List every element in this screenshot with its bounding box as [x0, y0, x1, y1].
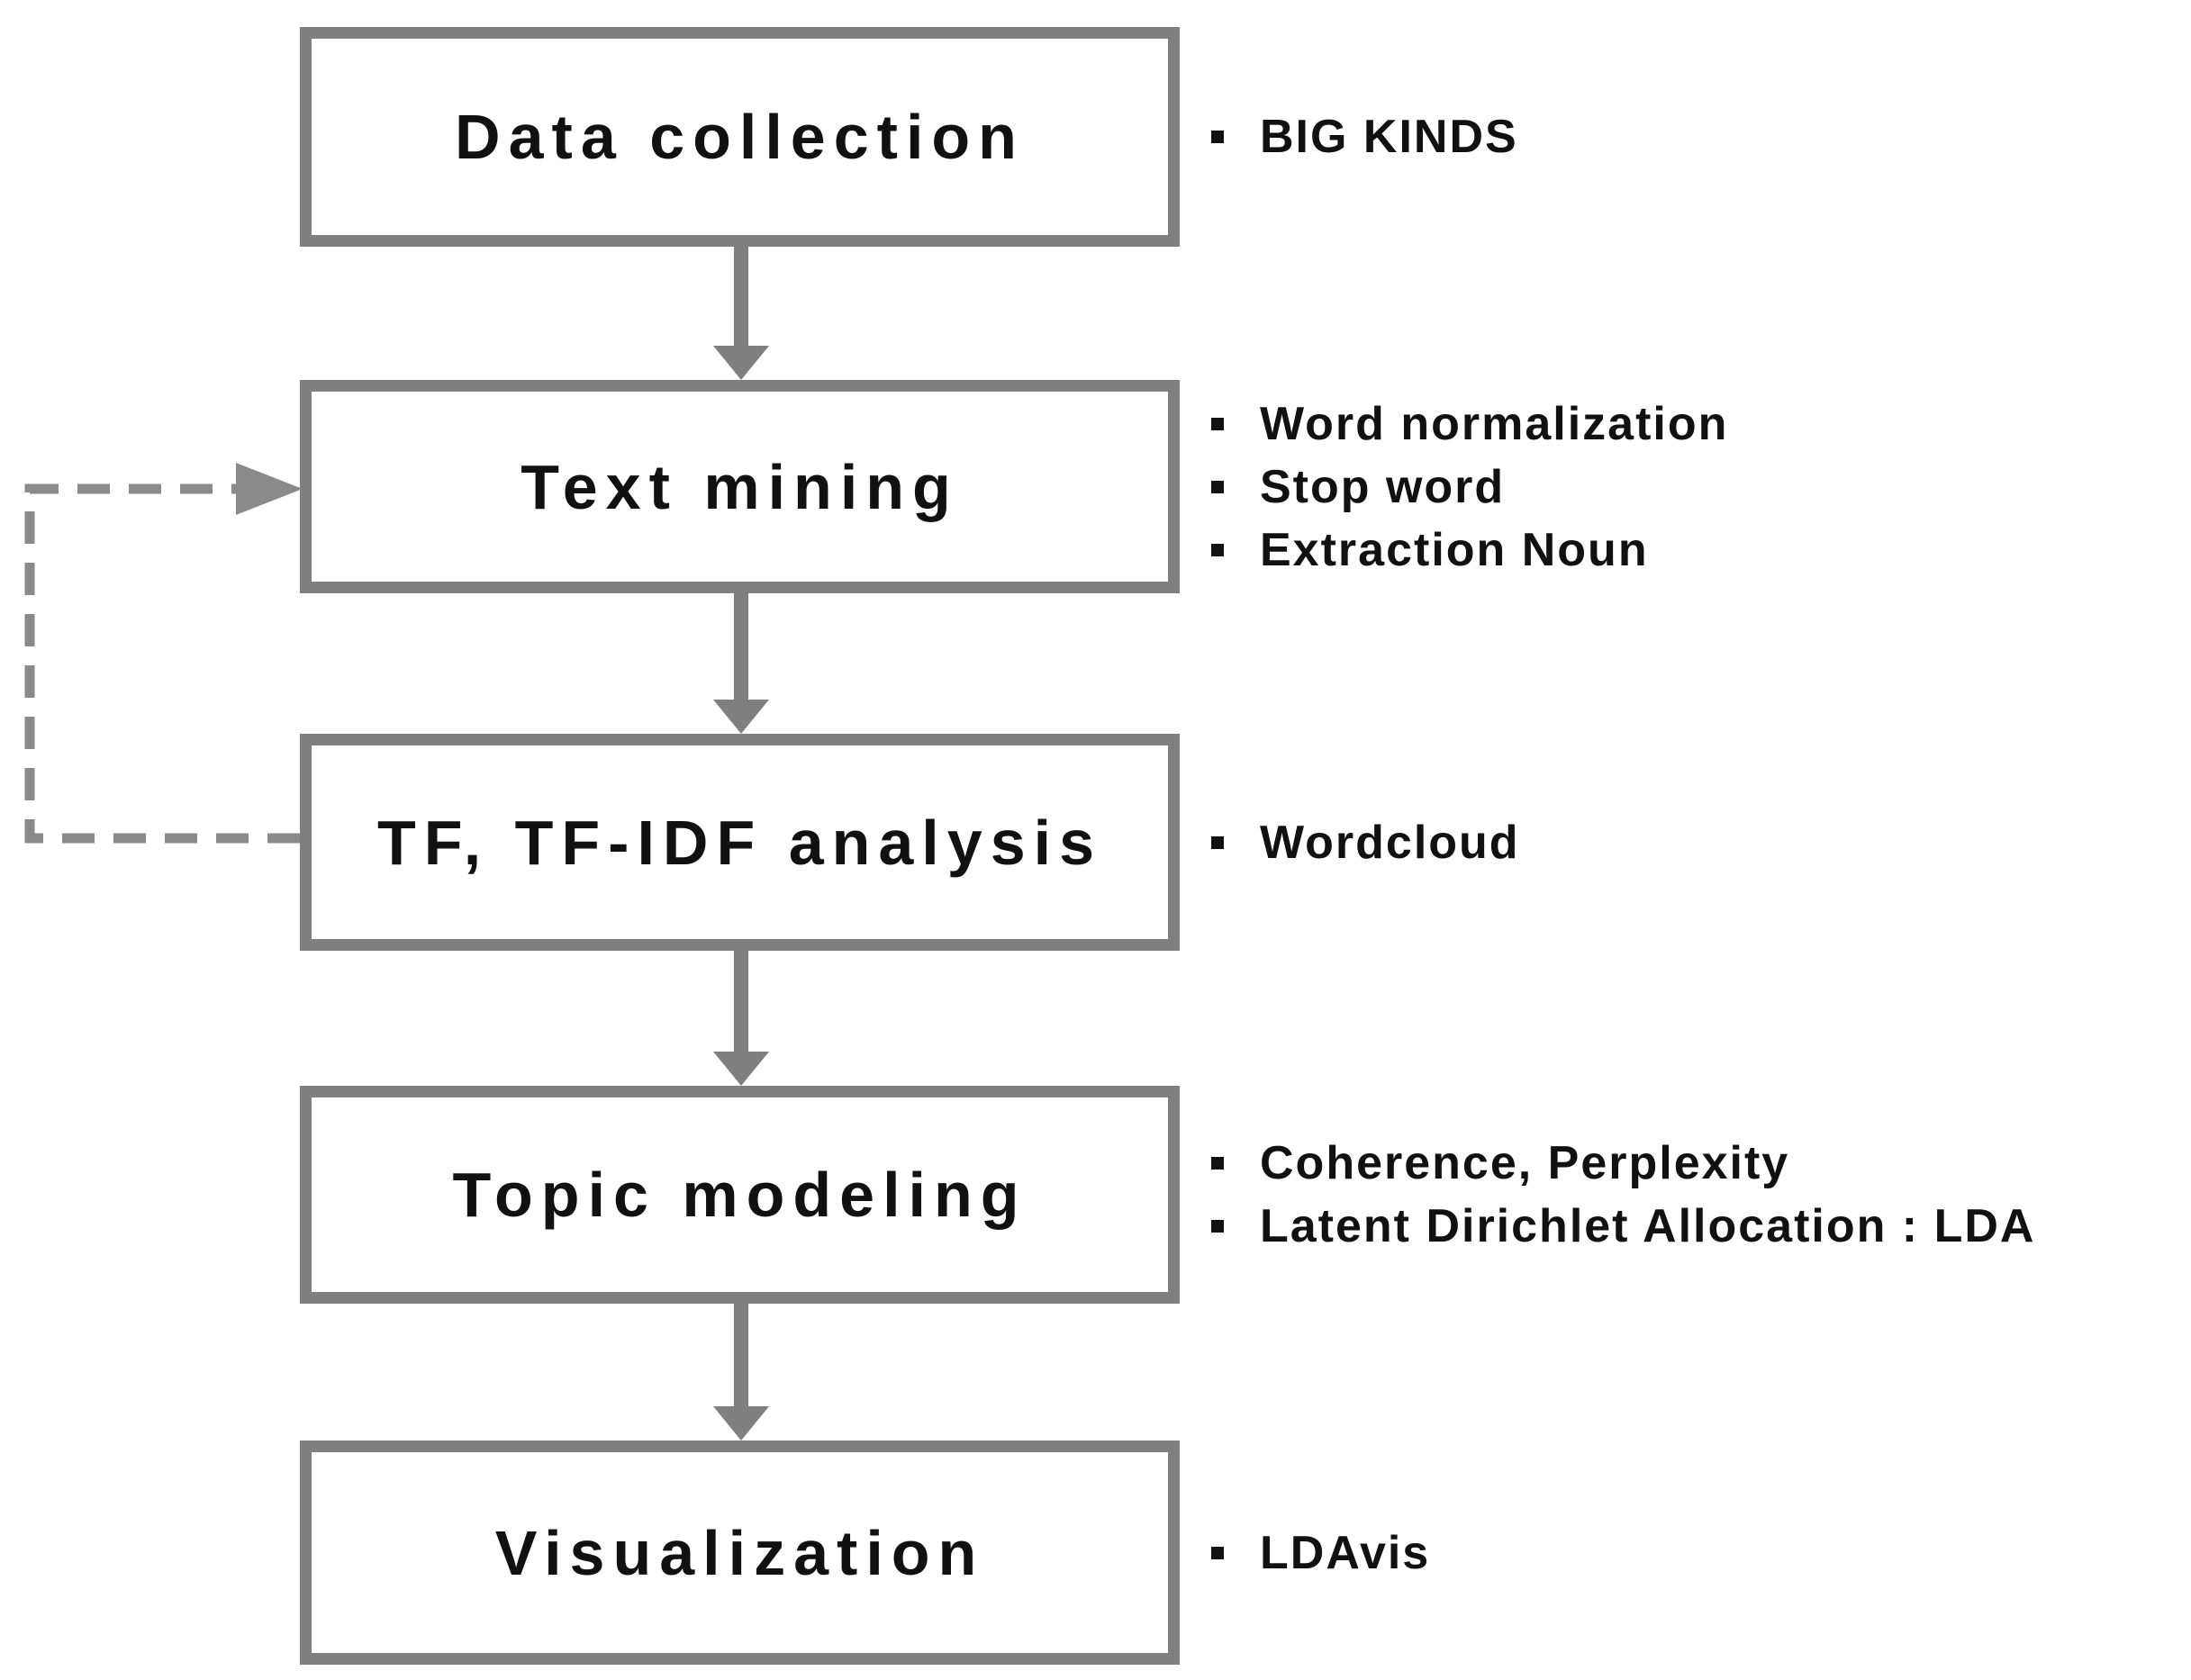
- feedback-arrowhead-icon: [236, 463, 303, 515]
- note-text: Latent Dirichlet Allocation : LDA: [1260, 1200, 2036, 1252]
- bullet-icon: [1211, 1546, 1224, 1559]
- note-text: Word normalization: [1260, 397, 1729, 450]
- arrowhead-icon: [713, 346, 769, 380]
- down-arrow-icon: [684, 1304, 798, 1441]
- bullet-icon: [1211, 1220, 1224, 1233]
- notes-data-collection: BIG KINDS: [1211, 27, 2184, 247]
- note-item: BIG KINDS: [1211, 105, 2184, 168]
- note-item: LDAvis: [1211, 1522, 2184, 1585]
- step-label-topic-modeling: Topic modeling: [452, 1160, 1028, 1230]
- down-arrow-icon: [684, 951, 798, 1086]
- step-box-data-collection: Data collection: [300, 27, 1180, 247]
- note-text: BIG KINDS: [1260, 111, 1518, 163]
- bullet-icon: [1211, 835, 1224, 849]
- step-box-text-mining: Text mining: [300, 380, 1180, 593]
- step-label-data-collection: Data collection: [455, 102, 1025, 172]
- arrow-shaft: [734, 1304, 748, 1406]
- arrow-shaft: [734, 951, 748, 1052]
- note-item: Coherence, Perplexity: [1211, 1132, 2184, 1195]
- notes-topic-modeling: Coherence, Perplexity Latent Dirichlet A…: [1211, 1086, 2184, 1304]
- arrowhead-icon: [713, 1406, 769, 1441]
- step-box-tf-tfidf-analysis: TF, TF-IDF analysis: [300, 734, 1180, 951]
- arrow-shaft: [734, 247, 748, 346]
- note-item: Latent Dirichlet Allocation : LDA: [1211, 1195, 2184, 1258]
- down-arrow-icon: [684, 247, 798, 380]
- step-label-visualization: Visualization: [494, 1517, 985, 1588]
- bullet-icon: [1211, 131, 1224, 143]
- note-text: Wordcloud: [1260, 816, 1520, 869]
- note-item: Wordcloud: [1211, 811, 2184, 874]
- note-item: Extraction Noun: [1211, 519, 2184, 582]
- notes-visualization: LDAvis: [1211, 1441, 2184, 1665]
- step-box-topic-modeling: Topic modeling: [300, 1086, 1180, 1304]
- step-label-text-mining: Text mining: [521, 451, 959, 522]
- down-arrow-icon: [684, 593, 798, 734]
- note-text: Stop word: [1260, 460, 1506, 513]
- note-text: Coherence, Perplexity: [1260, 1137, 1790, 1189]
- note-text: LDAvis: [1260, 1526, 1431, 1579]
- note-item: Word normalization: [1211, 393, 2184, 456]
- notes-text-mining: Word normalization Stop word Extraction …: [1211, 380, 2184, 593]
- note-item: Stop word: [1211, 456, 2184, 519]
- notes-tf-tfidf-analysis: Wordcloud: [1211, 734, 2184, 951]
- bullet-icon: [1211, 543, 1224, 556]
- bullet-icon: [1211, 480, 1224, 493]
- arrowhead-icon: [713, 1052, 769, 1086]
- bullet-icon: [1211, 417, 1224, 430]
- arrowhead-icon: [713, 700, 769, 734]
- step-box-visualization: Visualization: [300, 1441, 1180, 1665]
- step-label-tf-tfidf-analysis: TF, TF-IDF analysis: [377, 807, 1102, 878]
- note-text: Extraction Noun: [1260, 523, 1649, 576]
- bullet-icon: [1211, 1157, 1224, 1170]
- feedback-loop-path: [24, 483, 300, 844]
- arrow-shaft: [734, 593, 748, 700]
